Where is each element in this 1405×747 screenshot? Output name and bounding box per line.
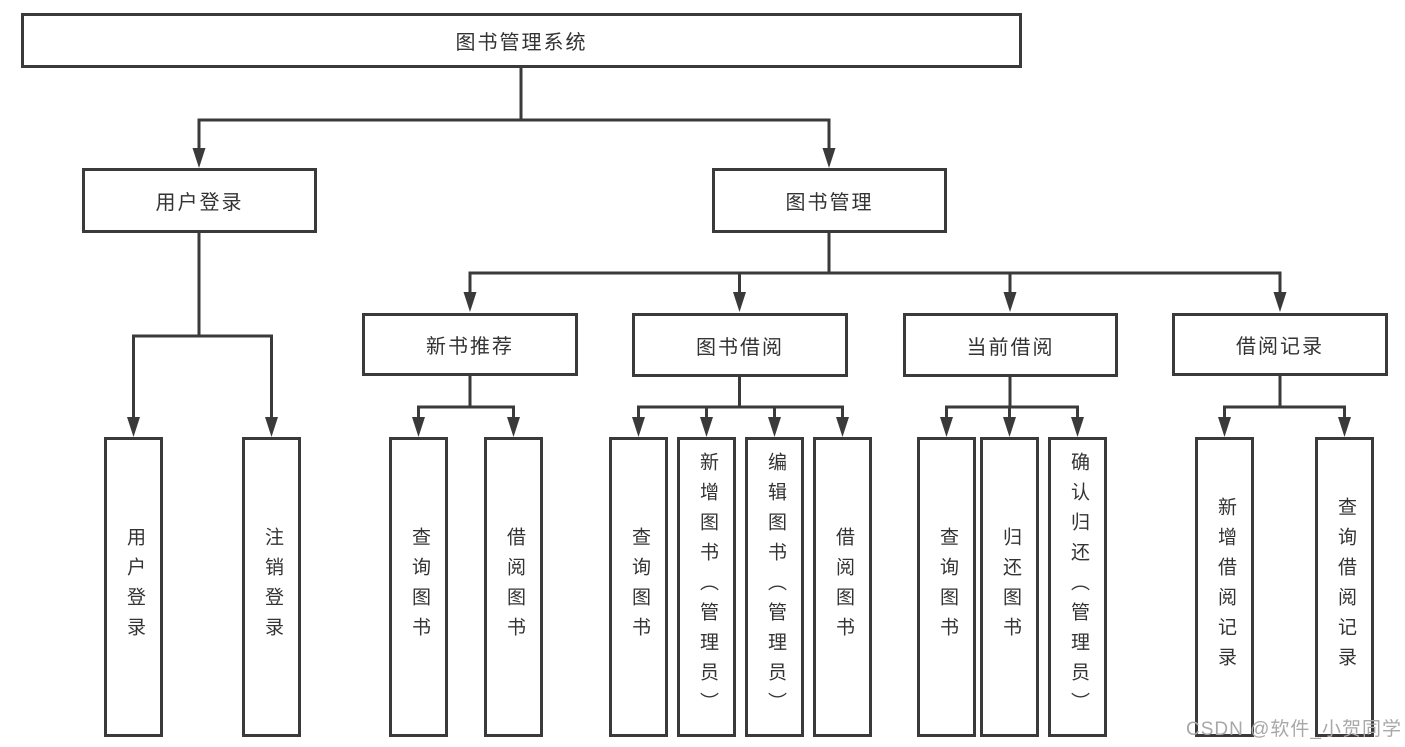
node-new-book-recommend-label: 新书推荐 xyxy=(426,336,514,358)
node-current-borrow-label: 当前借阅 xyxy=(966,336,1055,359)
connector-bookborrow-to-leaves xyxy=(637,376,844,420)
leaf-add-books-admin-label: 新增图书（管理员） xyxy=(696,452,718,722)
connector-currentborrow-to-leaves xyxy=(945,376,1079,420)
leaf-add-books-admin: 新增图书（管理员） xyxy=(677,437,736,737)
leaf-return-books: 归还图书 xyxy=(980,437,1039,737)
leaf-logout: 注销登录 xyxy=(242,437,301,737)
node-book-management: 图书管理 xyxy=(712,168,947,233)
leaf-query-books-current-label: 查询图书 xyxy=(936,527,958,647)
leaf-borrow-books-recommend-label: 借阅图书 xyxy=(503,527,525,647)
node-book-borrow-label: 图书借阅 xyxy=(696,336,784,359)
leaf-query-borrow-record: 查询借阅记录 xyxy=(1315,437,1374,737)
leaf-query-books-borrow-label: 查询图书 xyxy=(628,527,650,647)
leaf-confirm-return-admin-label: 确认归还（管理员） xyxy=(1067,452,1089,722)
watermark-text: CSDN @软件_小贺同学 xyxy=(1186,719,1402,740)
node-user-login: 用户登录 xyxy=(82,168,317,233)
connector-root-to-level2 xyxy=(197,68,831,150)
leaf-query-books-borrow: 查询图书 xyxy=(609,437,668,737)
node-current-borrow: 当前借阅 xyxy=(903,313,1118,377)
leaf-logout-label: 注销登录 xyxy=(261,527,283,647)
node-root-label: 图书管理系统 xyxy=(455,32,588,54)
leaf-user-login: 用户登录 xyxy=(104,437,163,737)
leaf-query-books-current: 查询图书 xyxy=(917,437,976,737)
connector-userlogin-to-leaves xyxy=(132,232,273,420)
leaf-add-borrow-record: 新增借阅记录 xyxy=(1195,437,1254,737)
leaf-add-borrow-record-label: 新增借阅记录 xyxy=(1214,497,1236,677)
leaf-user-login-label: 用户登录 xyxy=(123,527,145,647)
node-new-book-recommend: 新书推荐 xyxy=(362,313,578,376)
node-user-login-label: 用户登录 xyxy=(155,192,244,214)
arrowheads xyxy=(127,148,1351,437)
node-borrow-records-label: 借阅记录 xyxy=(1236,336,1324,358)
leaf-edit-books-admin: 编辑图书（管理员） xyxy=(745,437,804,737)
leaf-query-books-recommend-label: 查询图书 xyxy=(408,527,430,647)
node-book-borrow: 图书借阅 xyxy=(632,313,848,377)
node-book-management-label: 图书管理 xyxy=(785,192,874,214)
node-root: 图书管理系统 xyxy=(21,13,1022,68)
connector-borrowrecords-to-leaves xyxy=(1223,375,1346,420)
leaf-query-borrow-record-label: 查询借阅记录 xyxy=(1334,497,1356,677)
leaf-query-books-recommend: 查询图书 xyxy=(389,437,448,737)
leaf-return-books-label: 归还图书 xyxy=(999,527,1021,647)
leaf-borrow-books-label: 借阅图书 xyxy=(832,527,854,647)
connector-bookmgmt-to-level3 xyxy=(468,233,1282,295)
connector-newbook-to-leaves xyxy=(417,375,515,420)
leaf-borrow-books: 借阅图书 xyxy=(813,437,872,737)
leaf-edit-books-admin-label: 编辑图书（管理员） xyxy=(764,452,786,722)
leaf-borrow-books-recommend: 借阅图书 xyxy=(484,437,543,737)
node-borrow-records: 借阅记录 xyxy=(1172,313,1388,376)
leaf-confirm-return-admin: 确认归还（管理员） xyxy=(1048,437,1107,737)
